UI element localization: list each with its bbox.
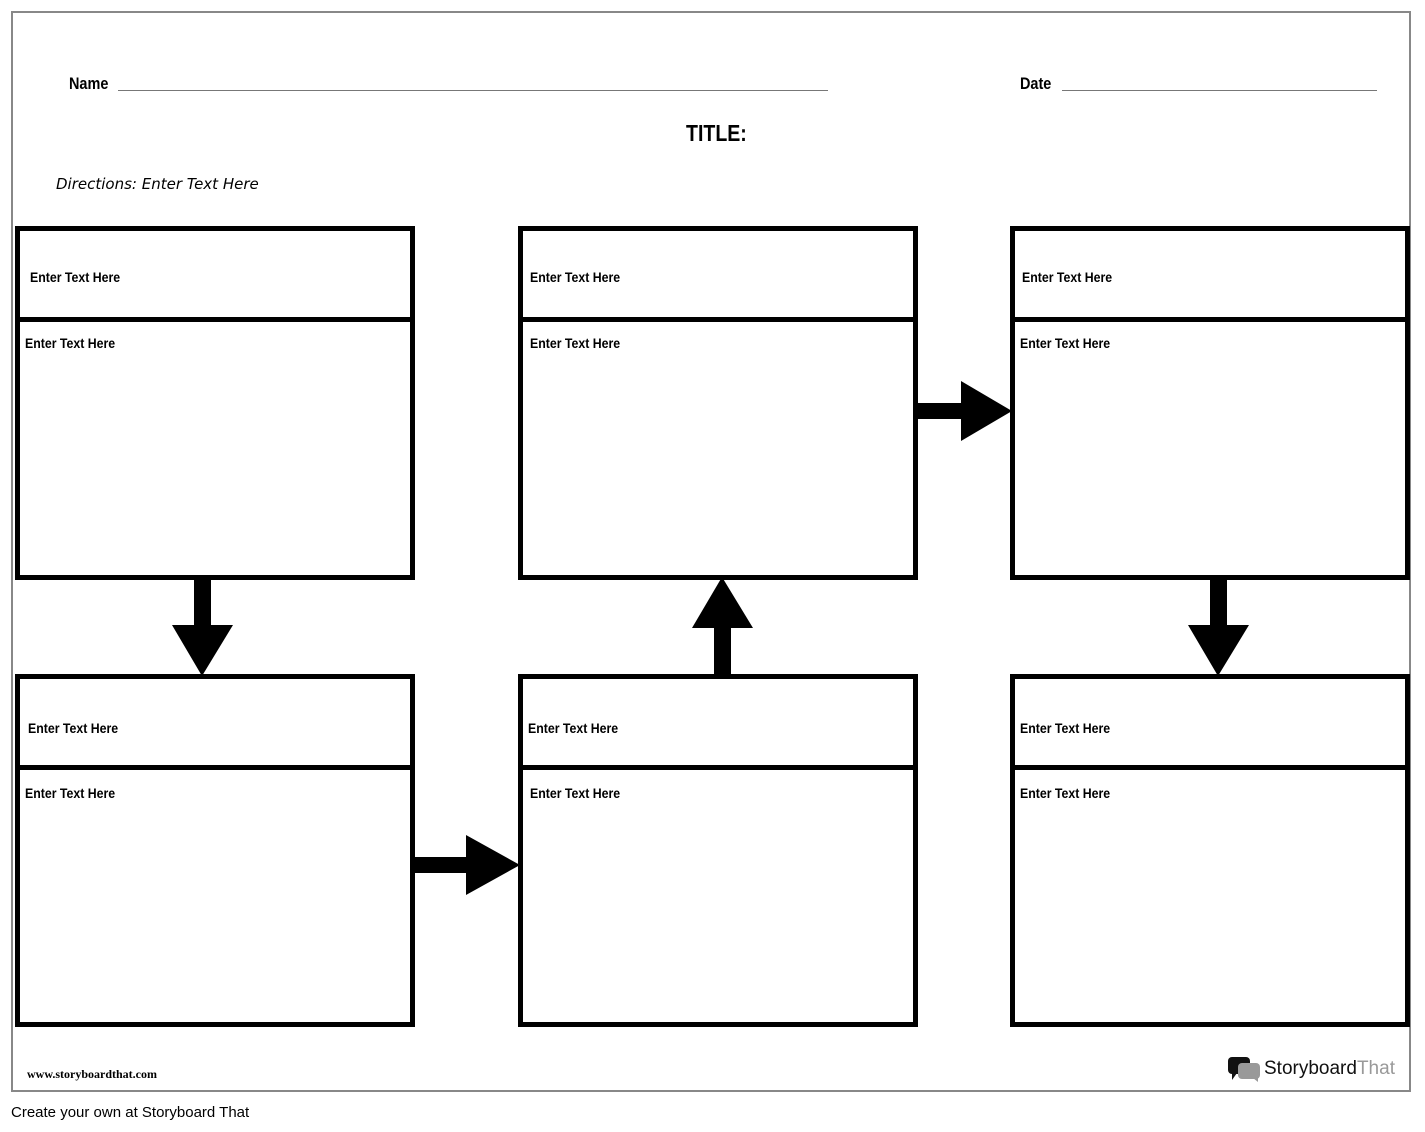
box-5: Enter Text Here Enter Text Here [518, 674, 918, 1027]
name-line[interactable] [118, 90, 828, 91]
box-body-text[interactable]: Enter Text Here [530, 785, 621, 801]
box-3: Enter Text Here Enter Text Here [518, 226, 918, 580]
box-body-text[interactable]: Enter Text Here [25, 335, 116, 351]
create-your-own-link[interactable]: Create your own at Storyboard That [11, 1104, 250, 1121]
box-header-text[interactable]: Enter Text Here [30, 269, 121, 285]
box-header-text[interactable]: Enter Text Here [1020, 720, 1111, 736]
box-body-text[interactable]: Enter Text Here [1020, 335, 1111, 351]
directions[interactable]: Directions: Enter Text Here [56, 175, 259, 193]
date-line[interactable] [1062, 90, 1377, 91]
footer-url[interactable]: www.storyboardthat.com [27, 1067, 157, 1081]
box-6: Enter Text Here Enter Text Here [1010, 674, 1410, 1027]
box-header-text[interactable]: Enter Text Here [530, 269, 621, 285]
box-body-text[interactable]: Enter Text Here [1020, 785, 1111, 801]
box-1: Enter Text Here Enter Text Here [15, 226, 415, 580]
name-label: Name [69, 74, 109, 93]
box-2: Enter Text Here Enter Text Here [15, 674, 415, 1027]
arrow-right-icon [918, 381, 1012, 441]
box-header-text[interactable]: Enter Text Here [528, 720, 619, 736]
box-header-text[interactable]: Enter Text Here [28, 720, 119, 736]
arrow-down-icon [172, 580, 233, 676]
arrow-down-icon [1188, 580, 1249, 676]
box-header-text[interactable]: Enter Text Here [1022, 269, 1113, 285]
box-4: Enter Text Here Enter Text Here [1010, 226, 1410, 580]
arrow-right-icon [415, 835, 520, 895]
speech-bubbles-icon [1228, 1057, 1260, 1082]
arrow-up-icon [692, 577, 753, 676]
date-label: Date [1020, 74, 1052, 93]
page-title[interactable]: TITLE: [686, 120, 747, 146]
worksheet-frame [11, 11, 1411, 1092]
box-body-text[interactable]: Enter Text Here [530, 335, 621, 351]
box-body-text[interactable]: Enter Text Here [25, 785, 116, 801]
